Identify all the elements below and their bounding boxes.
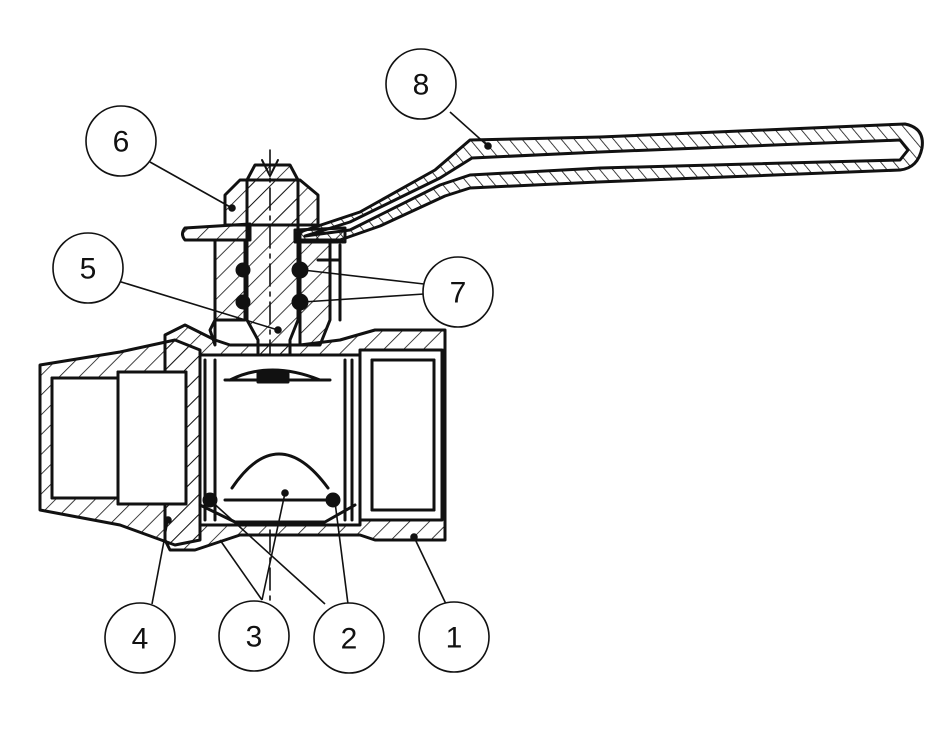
callout-circle-6 xyxy=(85,105,157,177)
end-connector xyxy=(38,338,202,547)
callout-label-5: 5 xyxy=(80,253,97,286)
callout-circle-1 xyxy=(418,601,490,673)
callout-circle-5 xyxy=(52,232,124,304)
callout-label-8: 8 xyxy=(413,69,430,102)
callout-label-4: 4 xyxy=(132,623,149,656)
stem xyxy=(245,149,300,601)
callout-circle-4 xyxy=(104,602,176,674)
callout-circle-2 xyxy=(313,602,385,674)
callout-circle-8 xyxy=(385,48,457,120)
callout-label-3: 3 xyxy=(246,621,263,654)
ball xyxy=(198,353,362,527)
callout-circle-3 xyxy=(218,600,290,672)
callout-circle-7 xyxy=(422,256,494,328)
callout-label-2: 2 xyxy=(341,623,358,656)
callout-label-1: 1 xyxy=(446,622,463,655)
leader-lines xyxy=(117,111,492,605)
callout-label-7: 7 xyxy=(450,277,467,310)
lever-handle xyxy=(298,122,924,242)
callout-label-6: 6 xyxy=(113,126,130,159)
